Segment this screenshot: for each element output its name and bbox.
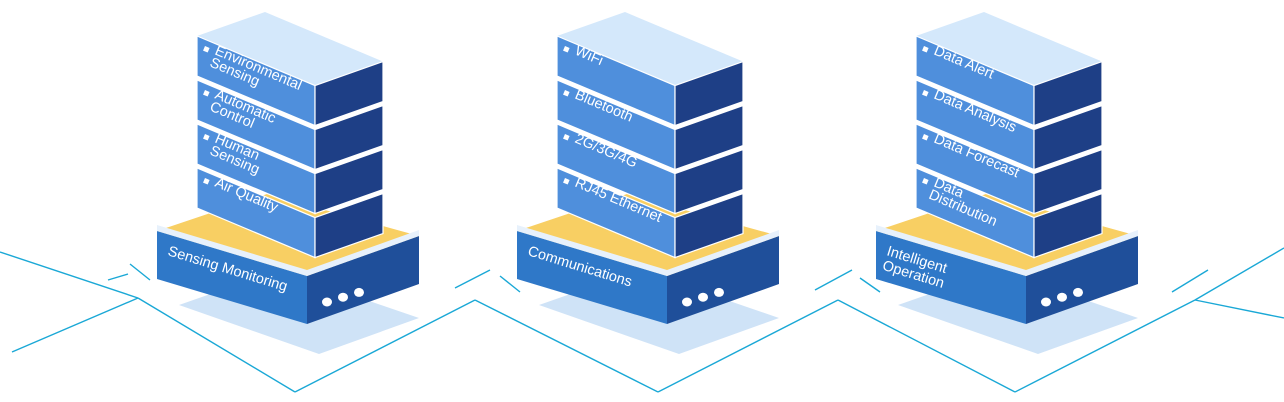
base-side [307,236,419,324]
network-line [137,297,296,393]
base-side [1026,236,1138,324]
bullet-icon [203,178,210,185]
base-lip [876,225,1026,276]
network-line [814,269,853,291]
bullet-icon [203,90,210,97]
network-line [294,299,476,393]
layer-side [674,148,744,215]
base-lip [667,230,779,276]
network-line [1171,269,1209,293]
server-stacks: Sensing MonitoringEnvironmentalSensingAu… [157,12,1138,354]
layer-side [314,192,384,259]
network-line [837,299,1016,393]
base-front [876,231,1026,324]
bullet-icon [922,90,929,97]
network-line [129,263,151,281]
indicator-dot [1073,287,1083,297]
bullet-icon [563,90,570,97]
base-side [667,236,779,324]
bullet-icon [922,178,929,185]
base-front [517,231,667,324]
base-lip [517,225,667,276]
server-stack: Sensing MonitoringEnvironmentalSensingAu… [157,12,419,354]
indicator-dot [322,297,332,307]
network-line [107,273,129,281]
stack-top [197,12,383,86]
layer-side [674,192,744,259]
layer-side [314,104,384,171]
indicator-dot [1057,292,1067,302]
layer-side [1033,104,1103,171]
indicator-dot [338,292,348,302]
stack-top [557,12,743,86]
indicator-dot [698,292,708,302]
network-line [499,275,521,293]
base-lip [307,230,419,276]
network-lines [0,247,1284,393]
layer-side [1033,192,1103,259]
layer-side [1033,60,1103,127]
bullet-icon [563,134,570,141]
bullet-icon [203,45,210,53]
indicator-dot [1041,297,1051,307]
layer-side [314,148,384,215]
network-line [474,299,659,393]
indicator-dot [682,297,692,307]
layer-side [314,60,384,127]
layer-side [674,104,744,171]
network-line [859,277,881,293]
base-lip [1026,230,1138,276]
indicator-dot [714,287,724,297]
indicator-dot [354,287,364,297]
base-lip [157,225,307,276]
network-line [11,297,139,353]
bullet-icon [563,46,570,53]
network-line [1014,299,1196,393]
server-stack: CommunicationsWiFiBluetooth2G/3G/4GRJ45 … [517,12,779,354]
stack-top [916,12,1102,86]
bullet-icon [203,133,210,141]
layer-side [674,60,744,127]
bullet-icon [922,134,929,141]
base-front [157,231,307,324]
layer-side [1033,148,1103,215]
bullet-icon [563,178,570,185]
network-line [1194,247,1284,301]
network-line [657,299,839,393]
network-line [454,269,491,289]
network-line [0,251,139,299]
network-line [1194,299,1284,319]
bullet-icon [922,46,929,53]
